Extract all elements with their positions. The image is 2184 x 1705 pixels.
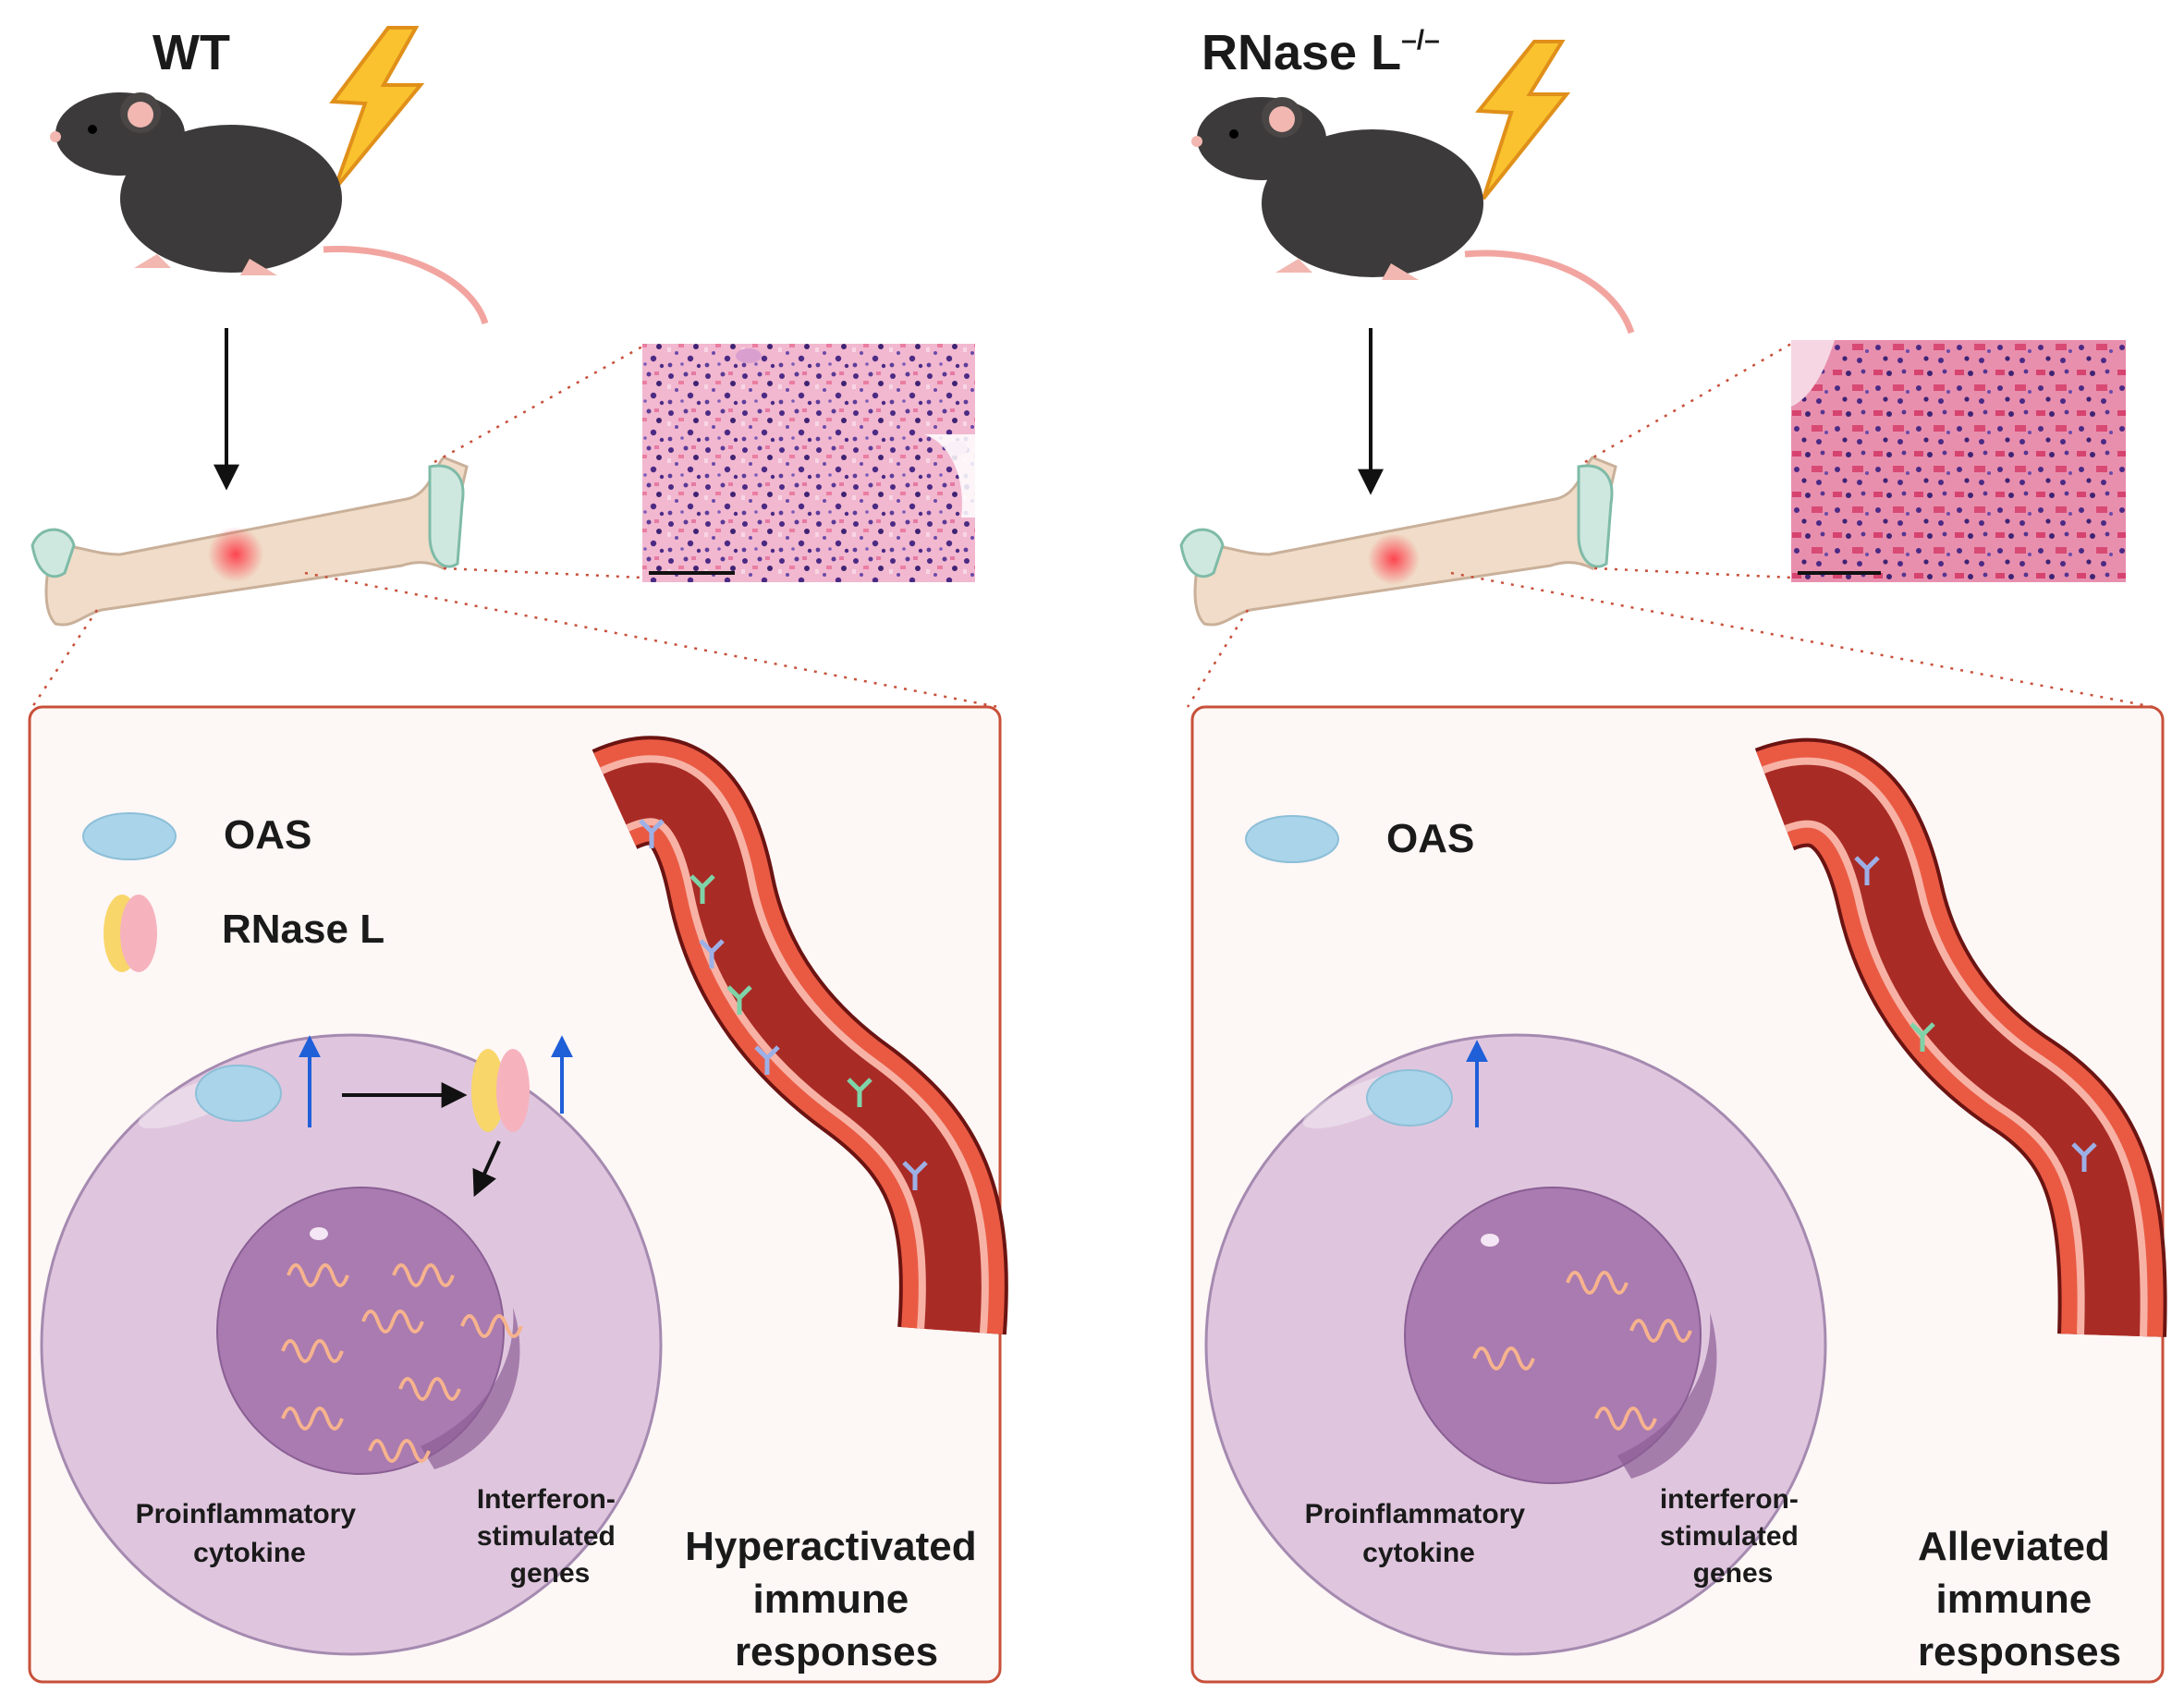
gene-waves	[281, 1263, 523, 1463]
outcome-label-2: immune	[1936, 1577, 2092, 1622]
isg-label-3: genes	[510, 1558, 591, 1589]
blood-vessel-icon	[592, 736, 1008, 1335]
svg-text:Interferon- stimulated: Interferon- stimulated genes	[477, 1484, 623, 1589]
rnase-in-cell-pink	[496, 1049, 530, 1132]
lightning-bolt-icon	[1475, 40, 1571, 201]
bone-icon	[31, 456, 469, 627]
isg-label-1: Interferon-	[477, 1484, 616, 1515]
panel-title: RNase L	[1202, 25, 1401, 80]
panel-title-superscript: –/–	[1401, 25, 1440, 55]
rnase-legend-icon-pink	[120, 895, 157, 972]
isg-label-2: stimulated	[1660, 1521, 1799, 1552]
zoom-lines	[31, 345, 999, 709]
svg-text:interferon- stimulated: interferon- stimulated genes	[1660, 1484, 1806, 1589]
oas-legend-icon	[1245, 815, 1339, 863]
legend-oas-label: OAS	[224, 812, 311, 858]
svg-text:Proinflammatory cytokine: Proinflammatory cytokine	[1305, 1499, 1533, 1568]
svg-text:Alleviated immune: Alleviated immune responses	[1918, 1524, 2121, 1675]
mouse-icon	[50, 92, 489, 325]
to-nucleus-arrow	[472, 1140, 501, 1198]
nucleus	[1404, 1187, 1702, 1484]
legend: OAS	[1245, 815, 1474, 863]
cytokine-label-2: cytokine	[1362, 1538, 1475, 1568]
cytokine-label-1: Proinflammatory	[1305, 1499, 1526, 1529]
panel-wt: WT	[28, 25, 1008, 1684]
svg-text:Proinflammatory cytokine: Proinflammatory cytokine	[136, 1499, 364, 1568]
nucleus	[216, 1187, 505, 1475]
outcome-label-1: Alleviated	[1918, 1524, 2110, 1569]
bone-icon	[1179, 456, 1617, 627]
legend: OAS RNase L	[82, 812, 384, 972]
isg-label-2: stimulated	[477, 1521, 616, 1552]
blood-vessel-icon	[1754, 737, 2167, 1337]
cytokine-label-1: Proinflammatory	[136, 1499, 357, 1529]
cytokine-label-2: cytokine	[193, 1538, 306, 1568]
zoom-lines	[1186, 342, 2154, 709]
oas-in-cell	[195, 1065, 282, 1122]
mouse-icon	[1191, 97, 1635, 335]
histology-image	[642, 344, 975, 582]
outcome-label-2: immune	[753, 1577, 909, 1622]
antibody-icons	[1854, 856, 2097, 1172]
histology-image	[1791, 340, 2126, 582]
oas-in-cell	[1366, 1069, 1453, 1127]
isg-label-3: genes	[1693, 1558, 1774, 1589]
lightning-bolt-icon	[329, 26, 425, 191]
isg-label-1: interferon-	[1660, 1484, 1799, 1515]
gene-waves	[1472, 1271, 1692, 1431]
panel-title: WT	[153, 25, 230, 80]
rnase-in-cell-yellow	[471, 1049, 505, 1132]
legend-oas-label: OAS	[1386, 816, 1474, 861]
oas-legend-icon	[82, 812, 177, 860]
antibody-icons	[639, 819, 928, 1190]
outcome-label-3: responses	[735, 1629, 938, 1675]
svg-text:RNase L–/–: RNase L–/–	[1202, 25, 1440, 80]
outcome-label-1: Hyperactivated	[685, 1524, 976, 1569]
svg-text:Hyperactivated immune: Hyperactivated immune responses	[685, 1524, 988, 1675]
outcome-label-3: responses	[1918, 1629, 2121, 1675]
panel-ko: RNase L–/–	[1179, 25, 2167, 1684]
legend-rnase-label: RNase L	[222, 907, 384, 952]
